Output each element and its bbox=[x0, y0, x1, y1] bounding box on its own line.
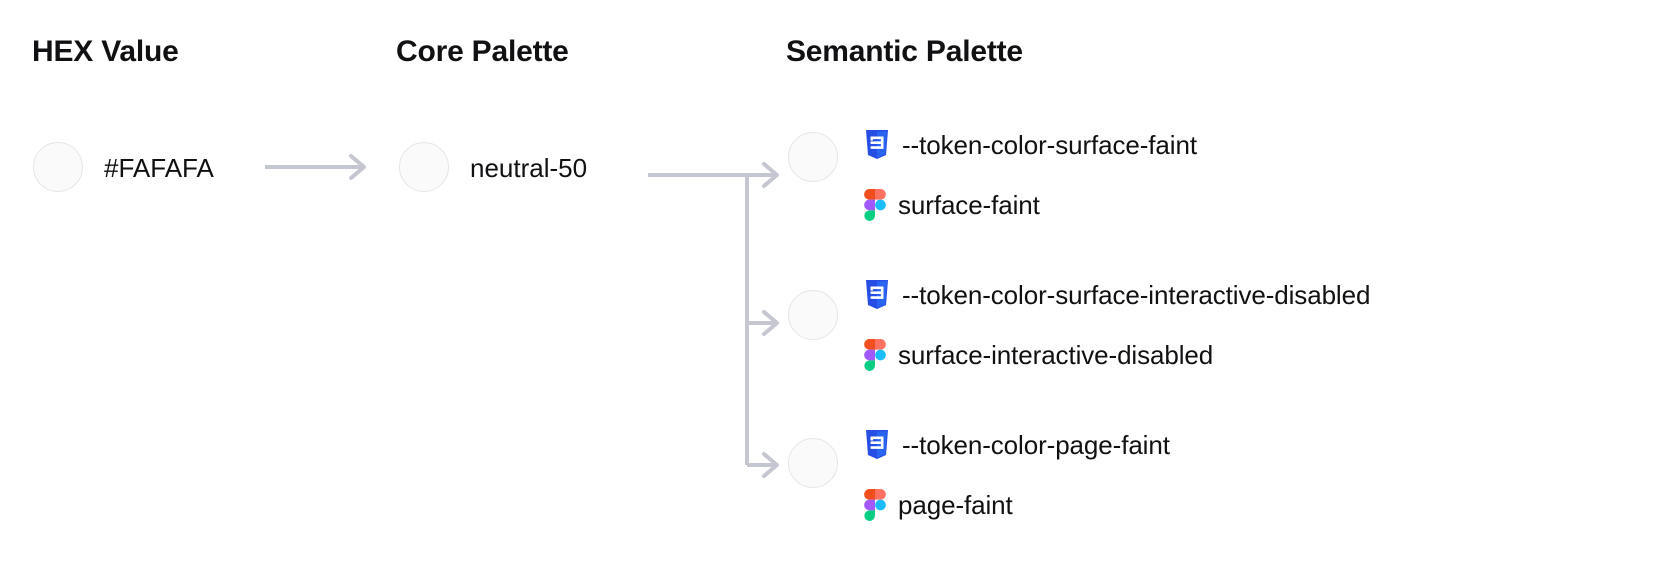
color-swatch-core bbox=[399, 142, 449, 192]
css-token-line-2: --token-color-page-faint bbox=[864, 415, 1170, 475]
css-token-line-0: --token-color-surface-faint bbox=[864, 115, 1197, 175]
core-palette-label: neutral-50 bbox=[470, 153, 588, 183]
figma-icon bbox=[864, 489, 886, 521]
semantic-token-group-1: --token-color-surface-interactive-disabl… bbox=[864, 265, 1370, 385]
figma-icon bbox=[864, 339, 886, 371]
semantic-token-group-2: --token-color-page-faint page-faint bbox=[864, 415, 1170, 535]
css-token-label-2: --token-color-page-faint bbox=[902, 430, 1170, 460]
css-token-line-1: --token-color-surface-interactive-disabl… bbox=[864, 265, 1370, 325]
css3-icon bbox=[866, 130, 888, 159]
figma-token-line-2: page-faint bbox=[864, 475, 1170, 535]
color-swatch-hex bbox=[33, 142, 83, 192]
tree-connector-core-to-semantic bbox=[648, 162, 779, 478]
figma-token-label-0: surface-faint bbox=[898, 190, 1040, 220]
figma-token-line-1: surface-interactive-disabled bbox=[864, 325, 1370, 385]
color-swatch-semantic-2 bbox=[788, 438, 838, 488]
figma-token-label-2: page-faint bbox=[898, 490, 1013, 520]
figma-token-label-1: surface-interactive-disabled bbox=[898, 340, 1214, 370]
color-swatch-semantic-1 bbox=[788, 290, 838, 340]
figma-icon bbox=[864, 189, 886, 221]
css3-icon bbox=[866, 430, 888, 459]
css3-icon bbox=[866, 280, 888, 309]
hex-value-label: #FAFAFA bbox=[104, 153, 214, 183]
semantic-token-group-0: --token-color-surface-faint surface-fain… bbox=[864, 115, 1197, 235]
column-header-hex-value: HEX Value bbox=[32, 35, 179, 68]
figma-token-line-0: surface-faint bbox=[864, 175, 1197, 235]
css-token-label-0: --token-color-surface-faint bbox=[902, 130, 1197, 160]
arrow-hex-to-core-icon bbox=[265, 154, 366, 180]
css-token-label-1: --token-color-surface-interactive-disabl… bbox=[902, 280, 1371, 310]
column-header-semantic-palette: Semantic Palette bbox=[786, 35, 1023, 68]
color-swatch-semantic-0 bbox=[788, 132, 838, 182]
column-header-core-palette: Core Palette bbox=[396, 35, 569, 68]
